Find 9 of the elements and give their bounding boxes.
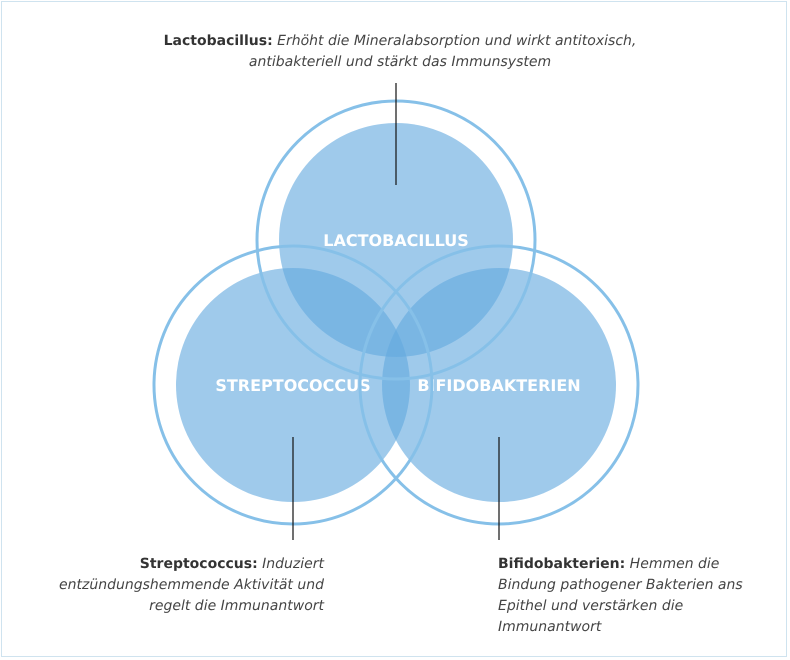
- description-text: Bifidobakterien: Hemmen die Bindung pathogener Bakterien ans Epithel und verstärken die Immunantwort: [498, 554, 748, 638]
- circle-label: STREPTOCOCCUS: [215, 376, 371, 394]
- leader-line: [395, 83, 397, 185]
- leader-line: [498, 437, 500, 540]
- description-text: Streptococcus: Induziert entzündungshemmende Aktivität und regelt die Immunantwort: [40, 554, 324, 617]
- circle-label: LACTOBACILLUS: [323, 230, 469, 250]
- description-text: Lactobacillus: Erhöht die Mineralabsorption und wirkt antitoxisch, antibakteriell und stärkt das Immunsystem: [130, 31, 670, 73]
- circle-label: BIFIDOBAKTERIEN: [417, 376, 581, 394]
- leader-line: [292, 437, 294, 540]
